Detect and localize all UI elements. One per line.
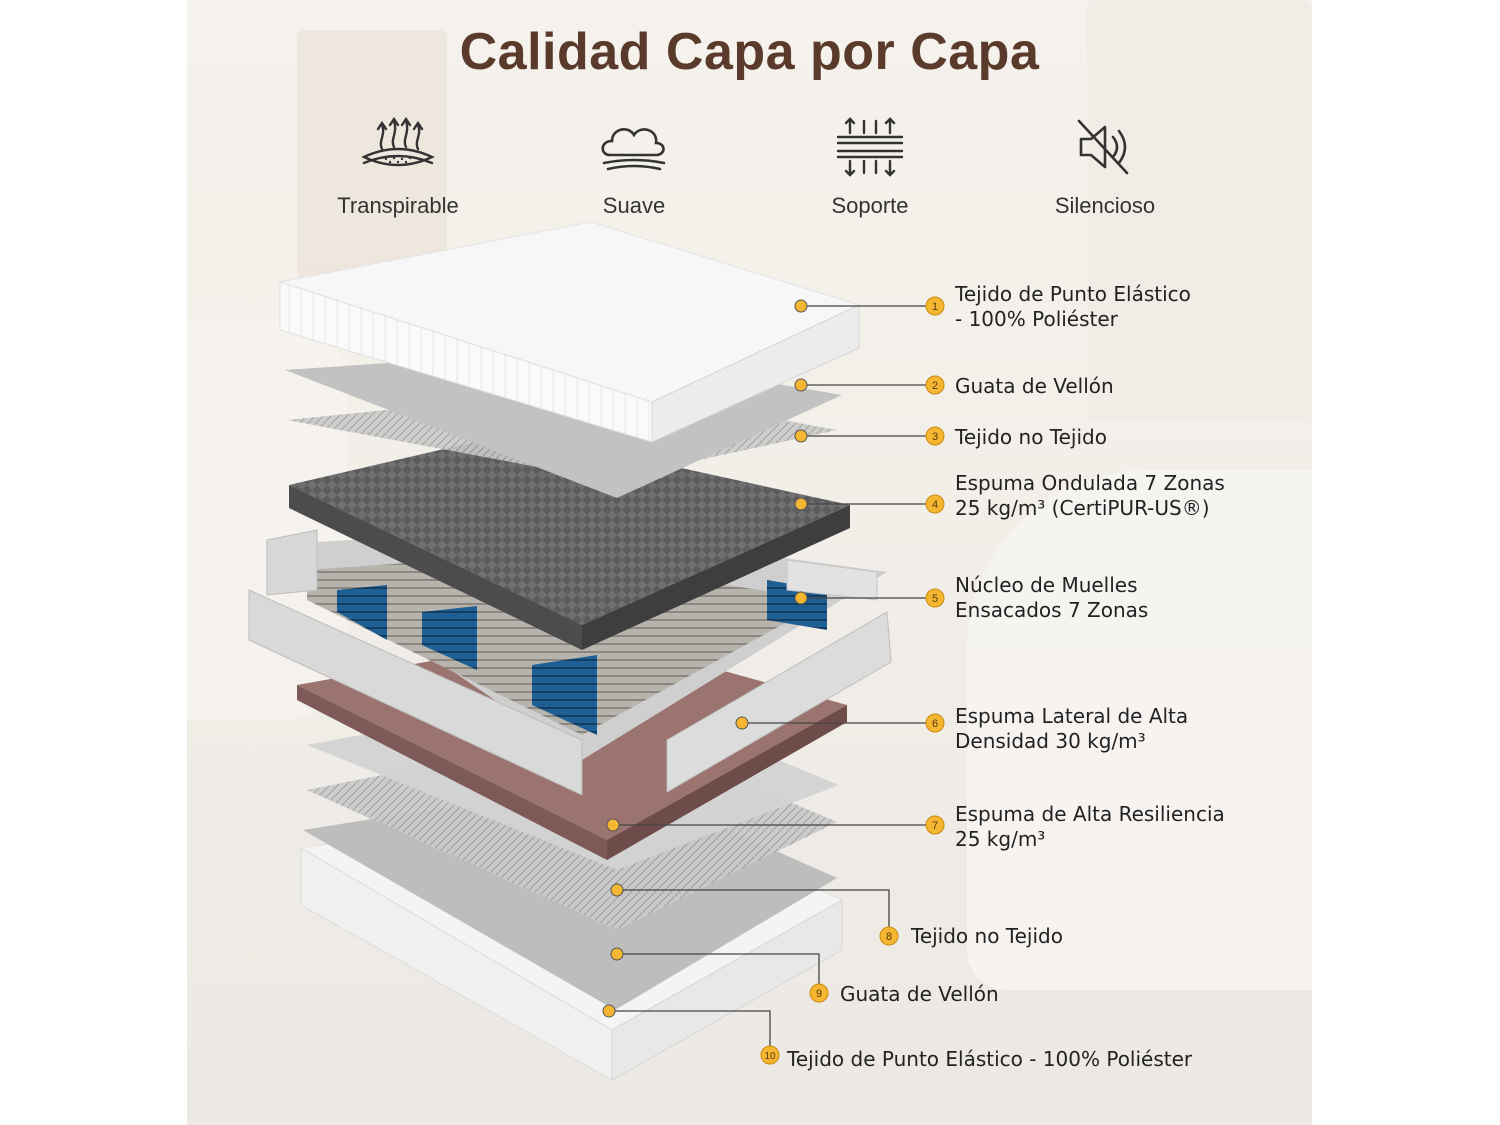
callout-line: Espuma Lateral de Alta [955, 704, 1189, 728]
product-panel: Calidad Capa por Capa Transpirable Suave [187, 0, 1312, 1125]
callout-line: 25 kg/m³ [955, 827, 1046, 851]
layer-4-wave-foam [289, 432, 850, 650]
feature-silent: Silencioso [1005, 115, 1205, 219]
callout-layer-1: Tejido de Punto Elástico - 100% Poliéste… [955, 282, 1191, 332]
layer-marker-number: 1 [932, 301, 938, 313]
layer-marker-circle [925, 296, 945, 316]
layer-1-knit-fabric [279, 221, 861, 443]
callout-layer-3: Tejido no Tejido [955, 425, 1107, 450]
callout-line: Guata de Vellón [840, 982, 999, 1006]
layer-marker-circle [925, 815, 945, 835]
layer-6-side-foam [248, 529, 892, 796]
layer-marker-number: 8 [886, 931, 892, 943]
layer-marker-number: 3 [932, 431, 938, 443]
layer-marker-circle [879, 926, 899, 946]
cloud-icon [601, 128, 666, 171]
feature-label: Transpirable [337, 193, 459, 218]
layer-marker-number: 6 [932, 718, 938, 730]
callout-line: 25 kg/m³ (CertiPUR-US®) [955, 496, 1210, 520]
feature-label: Suave [602, 193, 666, 218]
layer-marker-number: 2 [932, 380, 938, 392]
feature-label: Silencioso [1054, 193, 1156, 218]
callout-layer-8: Tejido no Tejido [911, 924, 1063, 949]
callout-line: Tejido de Punto Elástico [955, 282, 1191, 306]
callout-layer-6: Espuma Lateral de Alta Densidad 30 kg/m³ [955, 704, 1188, 754]
layer-marker-circle [925, 426, 945, 446]
layer-marker-number: 5 [932, 593, 938, 605]
layer-number-markers: 1 2 3 4 5 6 7 8 9 10 [760, 296, 945, 1065]
page-title: Calidad Capa por Capa [459, 23, 1040, 81]
callout-layer-9: Guata de Vellón [840, 982, 999, 1007]
layer-marker-circle [809, 983, 829, 1003]
callout-line: Tejido de Punto Elástico - 100% Poliéste… [787, 1047, 1193, 1071]
callout-line: Densidad 30 kg/m³ [955, 729, 1146, 753]
callout-layer-7: Espuma de Alta Resiliencia 25 kg/m³ [955, 802, 1225, 852]
layer-marker-number: 9 [816, 988, 822, 1000]
layer-marker-circle [760, 1045, 780, 1065]
callout-layer-4: Espuma Ondulada 7 Zonas 25 kg/m³ (CertiP… [955, 471, 1225, 521]
callout-line: Núcleo de Muelles [955, 573, 1138, 597]
callout-layer-5: Núcleo de Muelles Ensacados 7 Zonas [955, 573, 1148, 623]
feature-breathable: Transpirable [298, 115, 498, 219]
callout-line: - 100% Poliéster [955, 307, 1118, 331]
background-bedsheet [967, 470, 1312, 990]
feature-soft: Suave [534, 115, 734, 219]
callout-line: Ensacados 7 Zonas [955, 598, 1149, 622]
mute-icon [1077, 119, 1129, 175]
layer-marker-circle [925, 494, 945, 514]
callout-layer-2: Guata de Vellón [955, 374, 1114, 399]
callout-line: Tejido no Tejido [911, 924, 1063, 948]
layer-marker-number: 7 [932, 820, 938, 832]
layer-marker-number: 10 [764, 1051, 776, 1062]
callout-dots [602, 299, 808, 1018]
feature-support: Soporte [770, 115, 970, 219]
callout-line: Espuma de Alta Resiliencia [955, 802, 1225, 826]
background-frame [297, 30, 447, 280]
layer-marker-circle [925, 713, 945, 733]
background-window [1087, 0, 1312, 420]
feature-label: Soporte [831, 193, 909, 218]
support-icon [836, 117, 904, 177]
callout-leader-lines [609, 305, 932, 1053]
callout-layer-10: Tejido de Punto Elástico - 100% Poliéste… [787, 1047, 1192, 1072]
callout-line: Espuma Ondulada 7 Zonas [955, 471, 1225, 495]
layer-marker-circle [925, 588, 945, 608]
layer-marker-number: 4 [932, 499, 938, 511]
mattress-layers-illustration: 1 2 3 4 5 6 7 8 9 10 [248, 221, 945, 1081]
breathable-icon [361, 116, 435, 167]
callout-line: Tejido no Tejido [955, 425, 1107, 449]
layer-marker-circle [925, 375, 945, 395]
callout-line: Guata de Vellón [955, 374, 1114, 398]
